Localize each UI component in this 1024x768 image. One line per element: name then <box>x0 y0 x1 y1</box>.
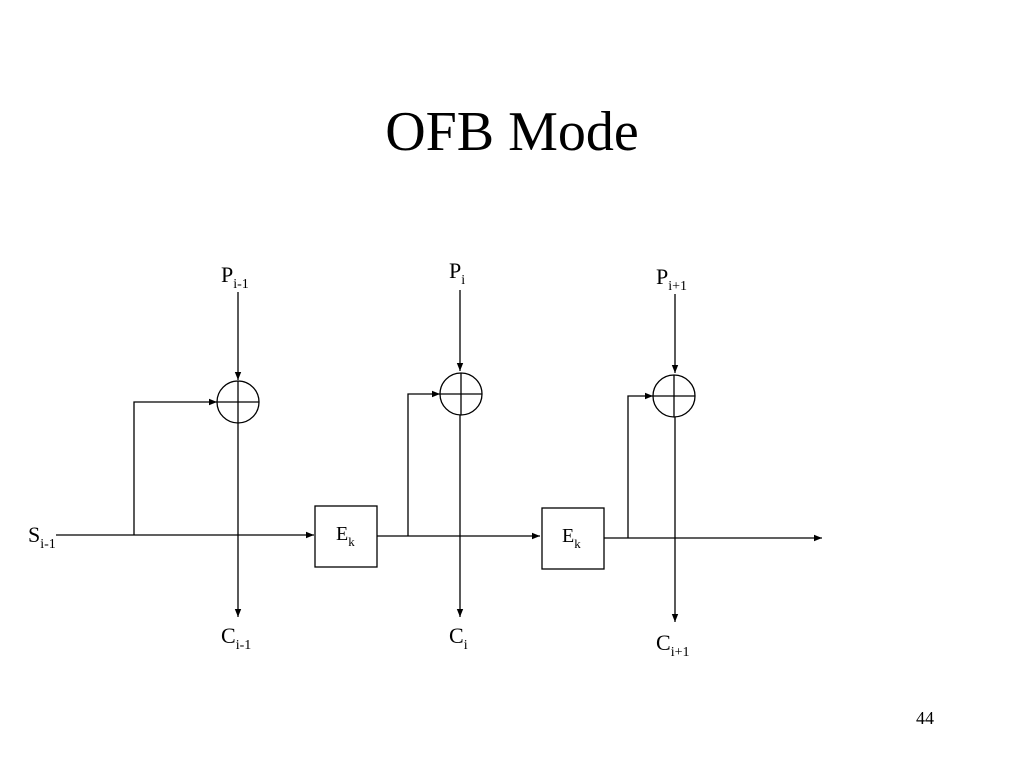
ciphertext-label: Ci-1 <box>221 623 251 653</box>
svg-text:Ek: Ek <box>562 525 581 551</box>
plaintext-label: Pi-1 <box>221 262 249 292</box>
branch-1 <box>133 398 217 535</box>
ciphertext-label: Ci+1 <box>656 630 689 660</box>
slide-title: OFB Mode <box>385 101 639 163</box>
svg-text:Ek: Ek <box>336 523 355 549</box>
ciphertext-label: Ci <box>449 623 468 653</box>
branch-3 <box>627 392 653 538</box>
input-label: Si-1 <box>28 522 56 552</box>
encrypt-block-1: Ek <box>314 505 378 568</box>
xor-icon <box>652 374 696 418</box>
xor-icon <box>216 380 260 424</box>
encrypt-block-2: Ek <box>541 507 605 570</box>
xor-icon <box>439 372 483 416</box>
plaintext-label: Pi+1 <box>656 264 687 294</box>
page-number: 44 <box>916 708 934 728</box>
plaintext-label: Pi <box>449 258 465 288</box>
branch-2 <box>407 390 440 536</box>
